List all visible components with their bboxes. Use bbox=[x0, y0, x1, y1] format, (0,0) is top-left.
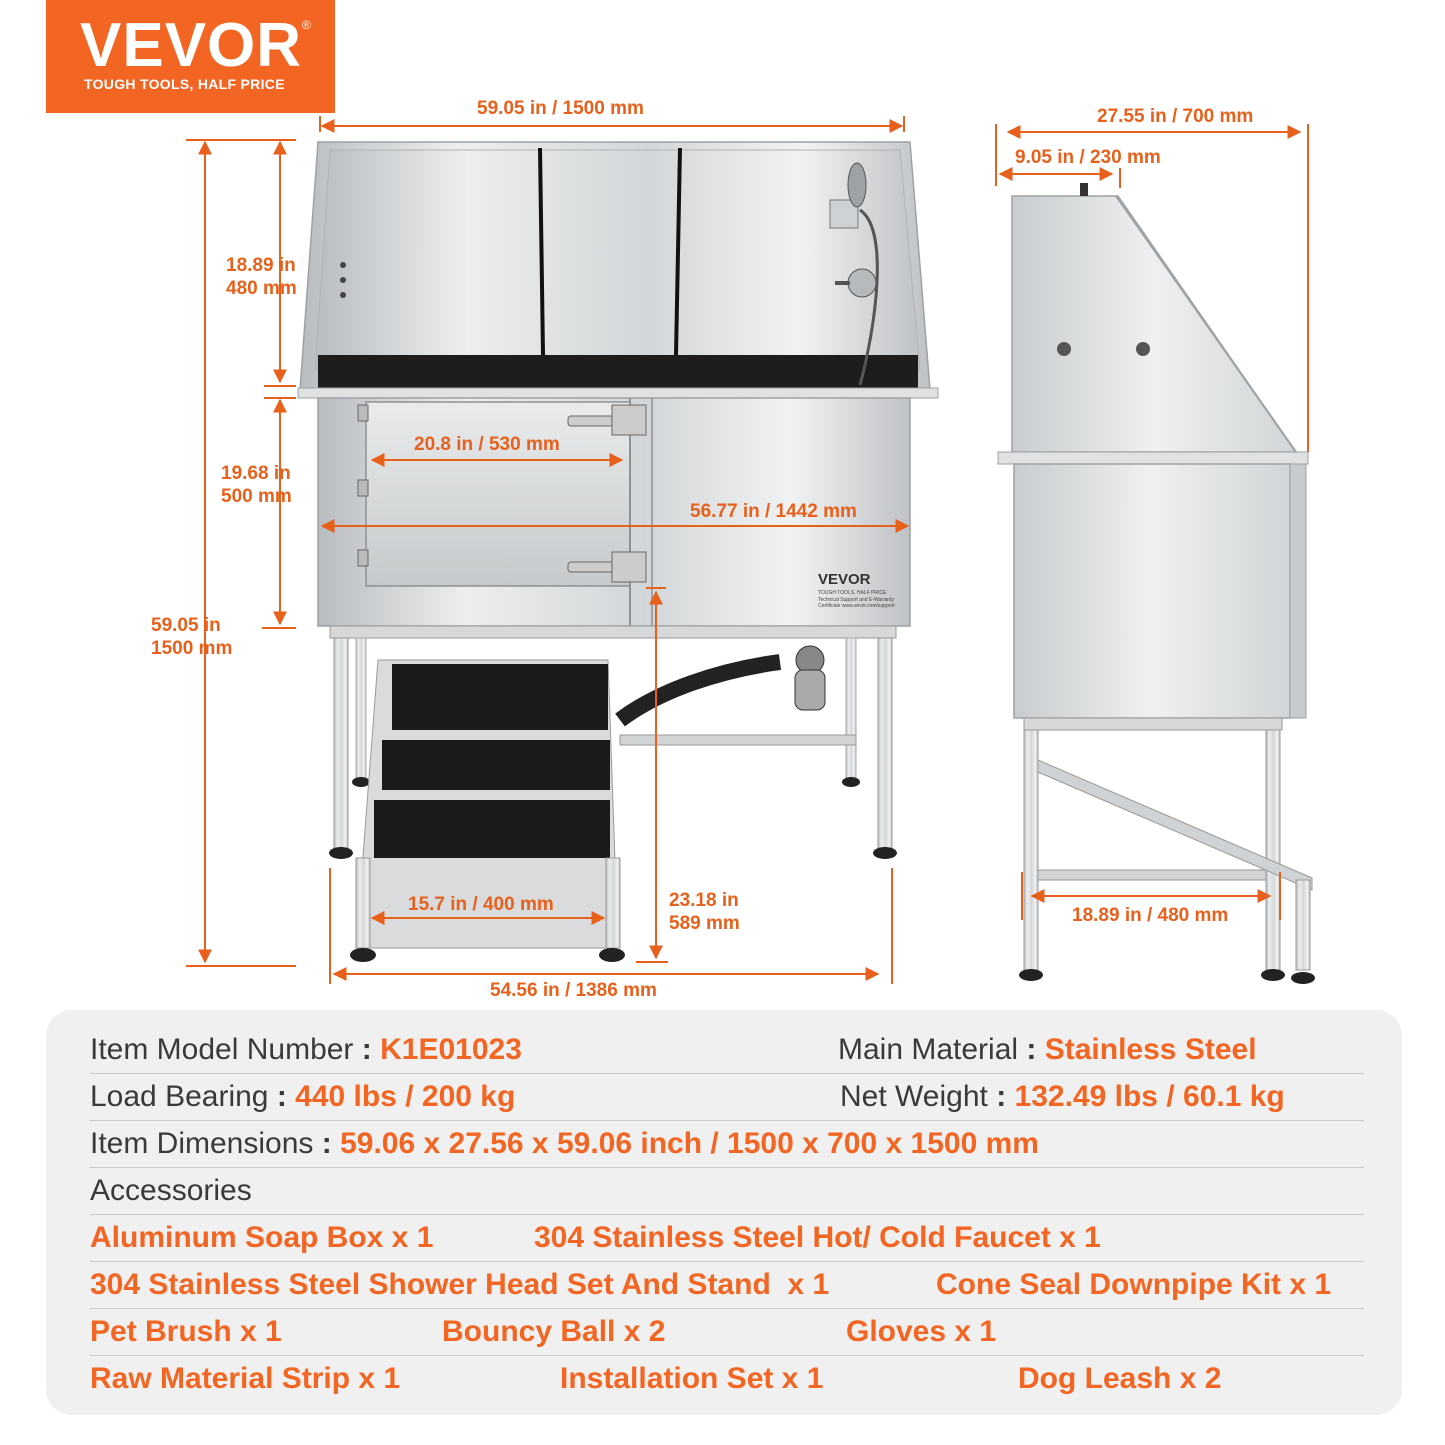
cabinet-label-line1: TOUGH TOOLS, HALF PRICE bbox=[818, 590, 887, 596]
dim-base-width: 54.56 in / 1386 mm bbox=[490, 980, 657, 1001]
accessory-item: 304 Stainless Steel Shower Head Set And … bbox=[90, 1268, 830, 1301]
accessories-label: Accessories bbox=[90, 1174, 252, 1207]
colon: : bbox=[1026, 1033, 1037, 1066]
dim-step-width: 15.7 in / 400 mm bbox=[408, 894, 554, 915]
spec-row-accessories-4: Raw Material Strip x 1 Installation Set … bbox=[90, 1356, 1364, 1402]
item-dimensions-label: Item Dimensions bbox=[90, 1127, 314, 1160]
load-bearing-value: 440 lbs / 200 kg bbox=[295, 1080, 516, 1113]
net-weight-label: Net Weight bbox=[840, 1080, 988, 1113]
spec-row-dimensions: Item Dimensions : 59.06 x 27.56 x 59.06 … bbox=[90, 1121, 1364, 1168]
accessory-item: Bouncy Ball x 2 bbox=[442, 1315, 666, 1348]
spec-row-accessories-title: Accessories bbox=[90, 1168, 1364, 1215]
spec-row-model: Item Model Number : K1E01023 Main Materi… bbox=[90, 1027, 1364, 1074]
dimension-lines bbox=[186, 116, 1309, 984]
spec-row-accessories-2: 304 Stainless Steel Shower Head Set And … bbox=[90, 1262, 1364, 1309]
cabinet-label-line3: Certificate www.vevor.com/support bbox=[818, 603, 895, 609]
accessory-item: Dog Leash x 2 bbox=[1018, 1362, 1222, 1395]
cabinet-brand-label: VEVOR bbox=[818, 571, 871, 588]
load-bearing: Load Bearing : 440 lbs / 200 kg bbox=[90, 1080, 515, 1114]
dim-leg-height-mm: 589 mm bbox=[669, 913, 740, 934]
accessory-item: Raw Material Strip x 1 bbox=[90, 1362, 401, 1395]
spec-row-accessories-1: Aluminum Soap Box x 1 304 Stainless Stee… bbox=[90, 1215, 1364, 1262]
main-material: Main Material : Stainless Steel bbox=[838, 1033, 1257, 1067]
dim-front-width: 59.05 in / 1500 mm bbox=[477, 98, 644, 119]
accessory-item: Gloves x 1 bbox=[846, 1315, 997, 1348]
item-dimensions-value: 59.06 x 27.56 x 59.06 inch / 1500 x 700 … bbox=[340, 1127, 1039, 1160]
dim-back-height-mm: 480 mm bbox=[226, 278, 297, 299]
accessory-item: Aluminum Soap Box x 1 bbox=[90, 1221, 434, 1254]
tub-side-view bbox=[997, 183, 1315, 984]
dim-side-depth: 27.55 in / 700 mm bbox=[1097, 106, 1254, 127]
dim-back-height-in: 18.89 in bbox=[226, 255, 296, 276]
dim-leg-height-in: 23.18 in bbox=[669, 890, 739, 911]
accessory-item: Pet Brush x 1 bbox=[90, 1315, 282, 1348]
dim-tub-height-mm: 500 mm bbox=[221, 486, 292, 507]
ramp-steps bbox=[350, 659, 625, 962]
tub-front-view: VEVOR TOUGH TOOLS, HALF PRICE Technical … bbox=[297, 141, 939, 962]
model-number-value: K1E01023 bbox=[380, 1033, 522, 1066]
registered-mark: ® bbox=[302, 18, 311, 32]
dim-tub-height-in: 19.68 in bbox=[221, 463, 291, 484]
spec-panel: Item Model Number : K1E01023 Main Materi… bbox=[46, 1010, 1402, 1415]
dim-door-width: 20.8 in / 530 mm bbox=[414, 434, 560, 455]
product-illustration: VEVOR TOUGH TOOLS, HALF PRICE Technical … bbox=[186, 116, 1315, 984]
net-weight-value: 132.49 lbs / 60.1 kg bbox=[1014, 1080, 1285, 1113]
dim-side-base: 18.89 in / 480 mm bbox=[1072, 905, 1229, 926]
dim-tub-width: 56.77 in / 1442 mm bbox=[690, 501, 857, 522]
brand-logo: VEVOR ® TOUGH TOOLS, HALF PRICE bbox=[46, 0, 335, 113]
model-number-label: Item Model Number bbox=[90, 1033, 354, 1066]
main-material-value: Stainless Steel bbox=[1044, 1033, 1257, 1066]
dim-total-height-mm: 1500 mm bbox=[151, 638, 233, 659]
colon: : bbox=[276, 1080, 287, 1113]
net-weight: Net Weight : 132.49 lbs / 60.1 kg bbox=[840, 1080, 1285, 1114]
accessory-item: Cone Seal Downpipe Kit x 1 bbox=[936, 1268, 1332, 1301]
spec-row-load: Load Bearing : 440 lbs / 200 kg Net Weig… bbox=[90, 1074, 1364, 1121]
colon: : bbox=[996, 1080, 1007, 1113]
spec-row-accessories-3: Pet Brush x 1 Bouncy Ball x 2 Gloves x 1 bbox=[90, 1309, 1364, 1356]
brand-name: VEVOR bbox=[80, 11, 303, 80]
colon: : bbox=[361, 1033, 372, 1066]
brand-tagline: TOUGH TOOLS, HALF PRICE bbox=[84, 76, 285, 92]
load-bearing-label: Load Bearing bbox=[90, 1080, 269, 1113]
shower-head-icon bbox=[829, 162, 879, 386]
dim-side-top: 9.05 in / 230 mm bbox=[1015, 147, 1161, 168]
dim-total-height-in: 59.05 in bbox=[151, 615, 221, 636]
cabinet-label-line2: Technical Support and E-Warranty bbox=[818, 597, 894, 603]
accessory-item: 304 Stainless Steel Hot/ Cold Faucet x 1 bbox=[534, 1221, 1101, 1254]
accessory-item: Installation Set x 1 bbox=[560, 1362, 824, 1395]
model-number: Item Model Number : K1E01023 bbox=[90, 1033, 522, 1067]
colon: : bbox=[321, 1127, 332, 1160]
main-material-label: Main Material bbox=[838, 1033, 1019, 1066]
item-dimensions: Item Dimensions : 59.06 x 27.56 x 59.06 … bbox=[90, 1127, 1039, 1161]
